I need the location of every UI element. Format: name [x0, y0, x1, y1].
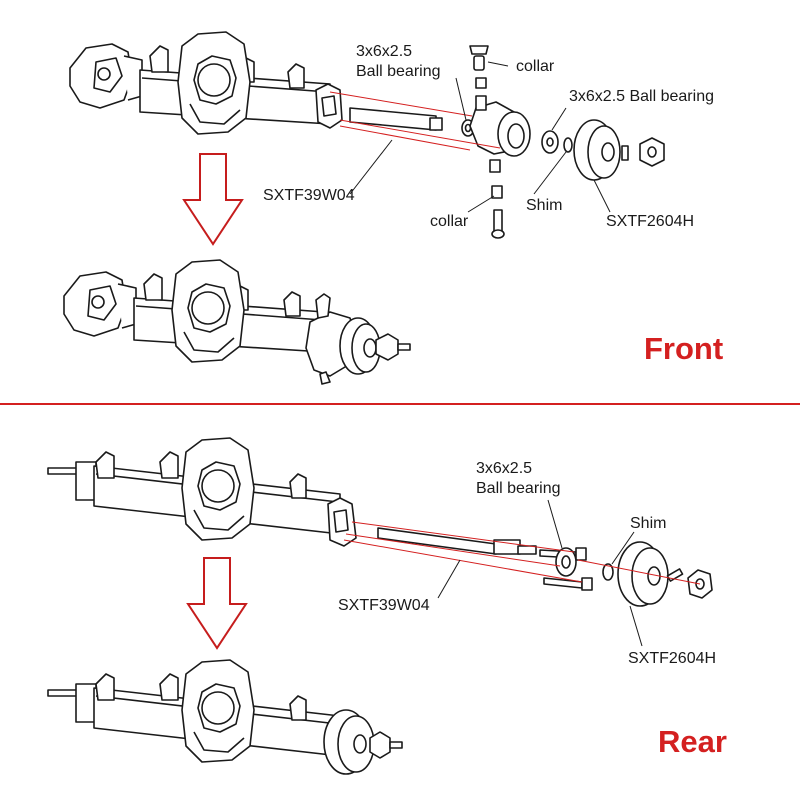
front-section-title: Front [644, 331, 724, 366]
front-axle-part-label: SXTF39W04 [263, 187, 355, 204]
rear-assembled-axle [47, 659, 403, 775]
front-leader-lines [349, 61, 611, 213]
front-ball-bearing-label-line1: 3x6x2.5 [356, 43, 413, 60]
front-collar-top-label: collar [516, 58, 555, 75]
rear-ball-bearing-label-line1: 3x6x2.5 [476, 460, 533, 477]
down-arrow-icon [186, 557, 248, 650]
rear-section-title: Rear [658, 724, 727, 759]
front-exploded-axle [69, 31, 665, 239]
front-hub-part-label: SXTF2604H [606, 213, 695, 230]
rear-shim-label: Shim [630, 515, 667, 532]
rear-axle-part-label: SXTF39W04 [338, 597, 430, 614]
rear-leader-lines [437, 499, 643, 647]
rear-exploded-axle [47, 437, 713, 607]
front-collar-bottom-label: collar [430, 213, 469, 230]
section-divider [0, 403, 800, 405]
rear-hub-part-label: SXTF2604H [628, 650, 717, 667]
down-arrow-icon [182, 153, 244, 246]
rear-ball-bearing-label-line2: Ball bearing [476, 480, 561, 497]
front-ball-bearing-2-label: 3x6x2.5 Ball bearing [569, 88, 714, 105]
front-shim-label: Shim [526, 197, 563, 214]
front-ball-bearing-label-line2: Ball bearing [356, 63, 441, 80]
front-assembled-axle [63, 259, 411, 385]
